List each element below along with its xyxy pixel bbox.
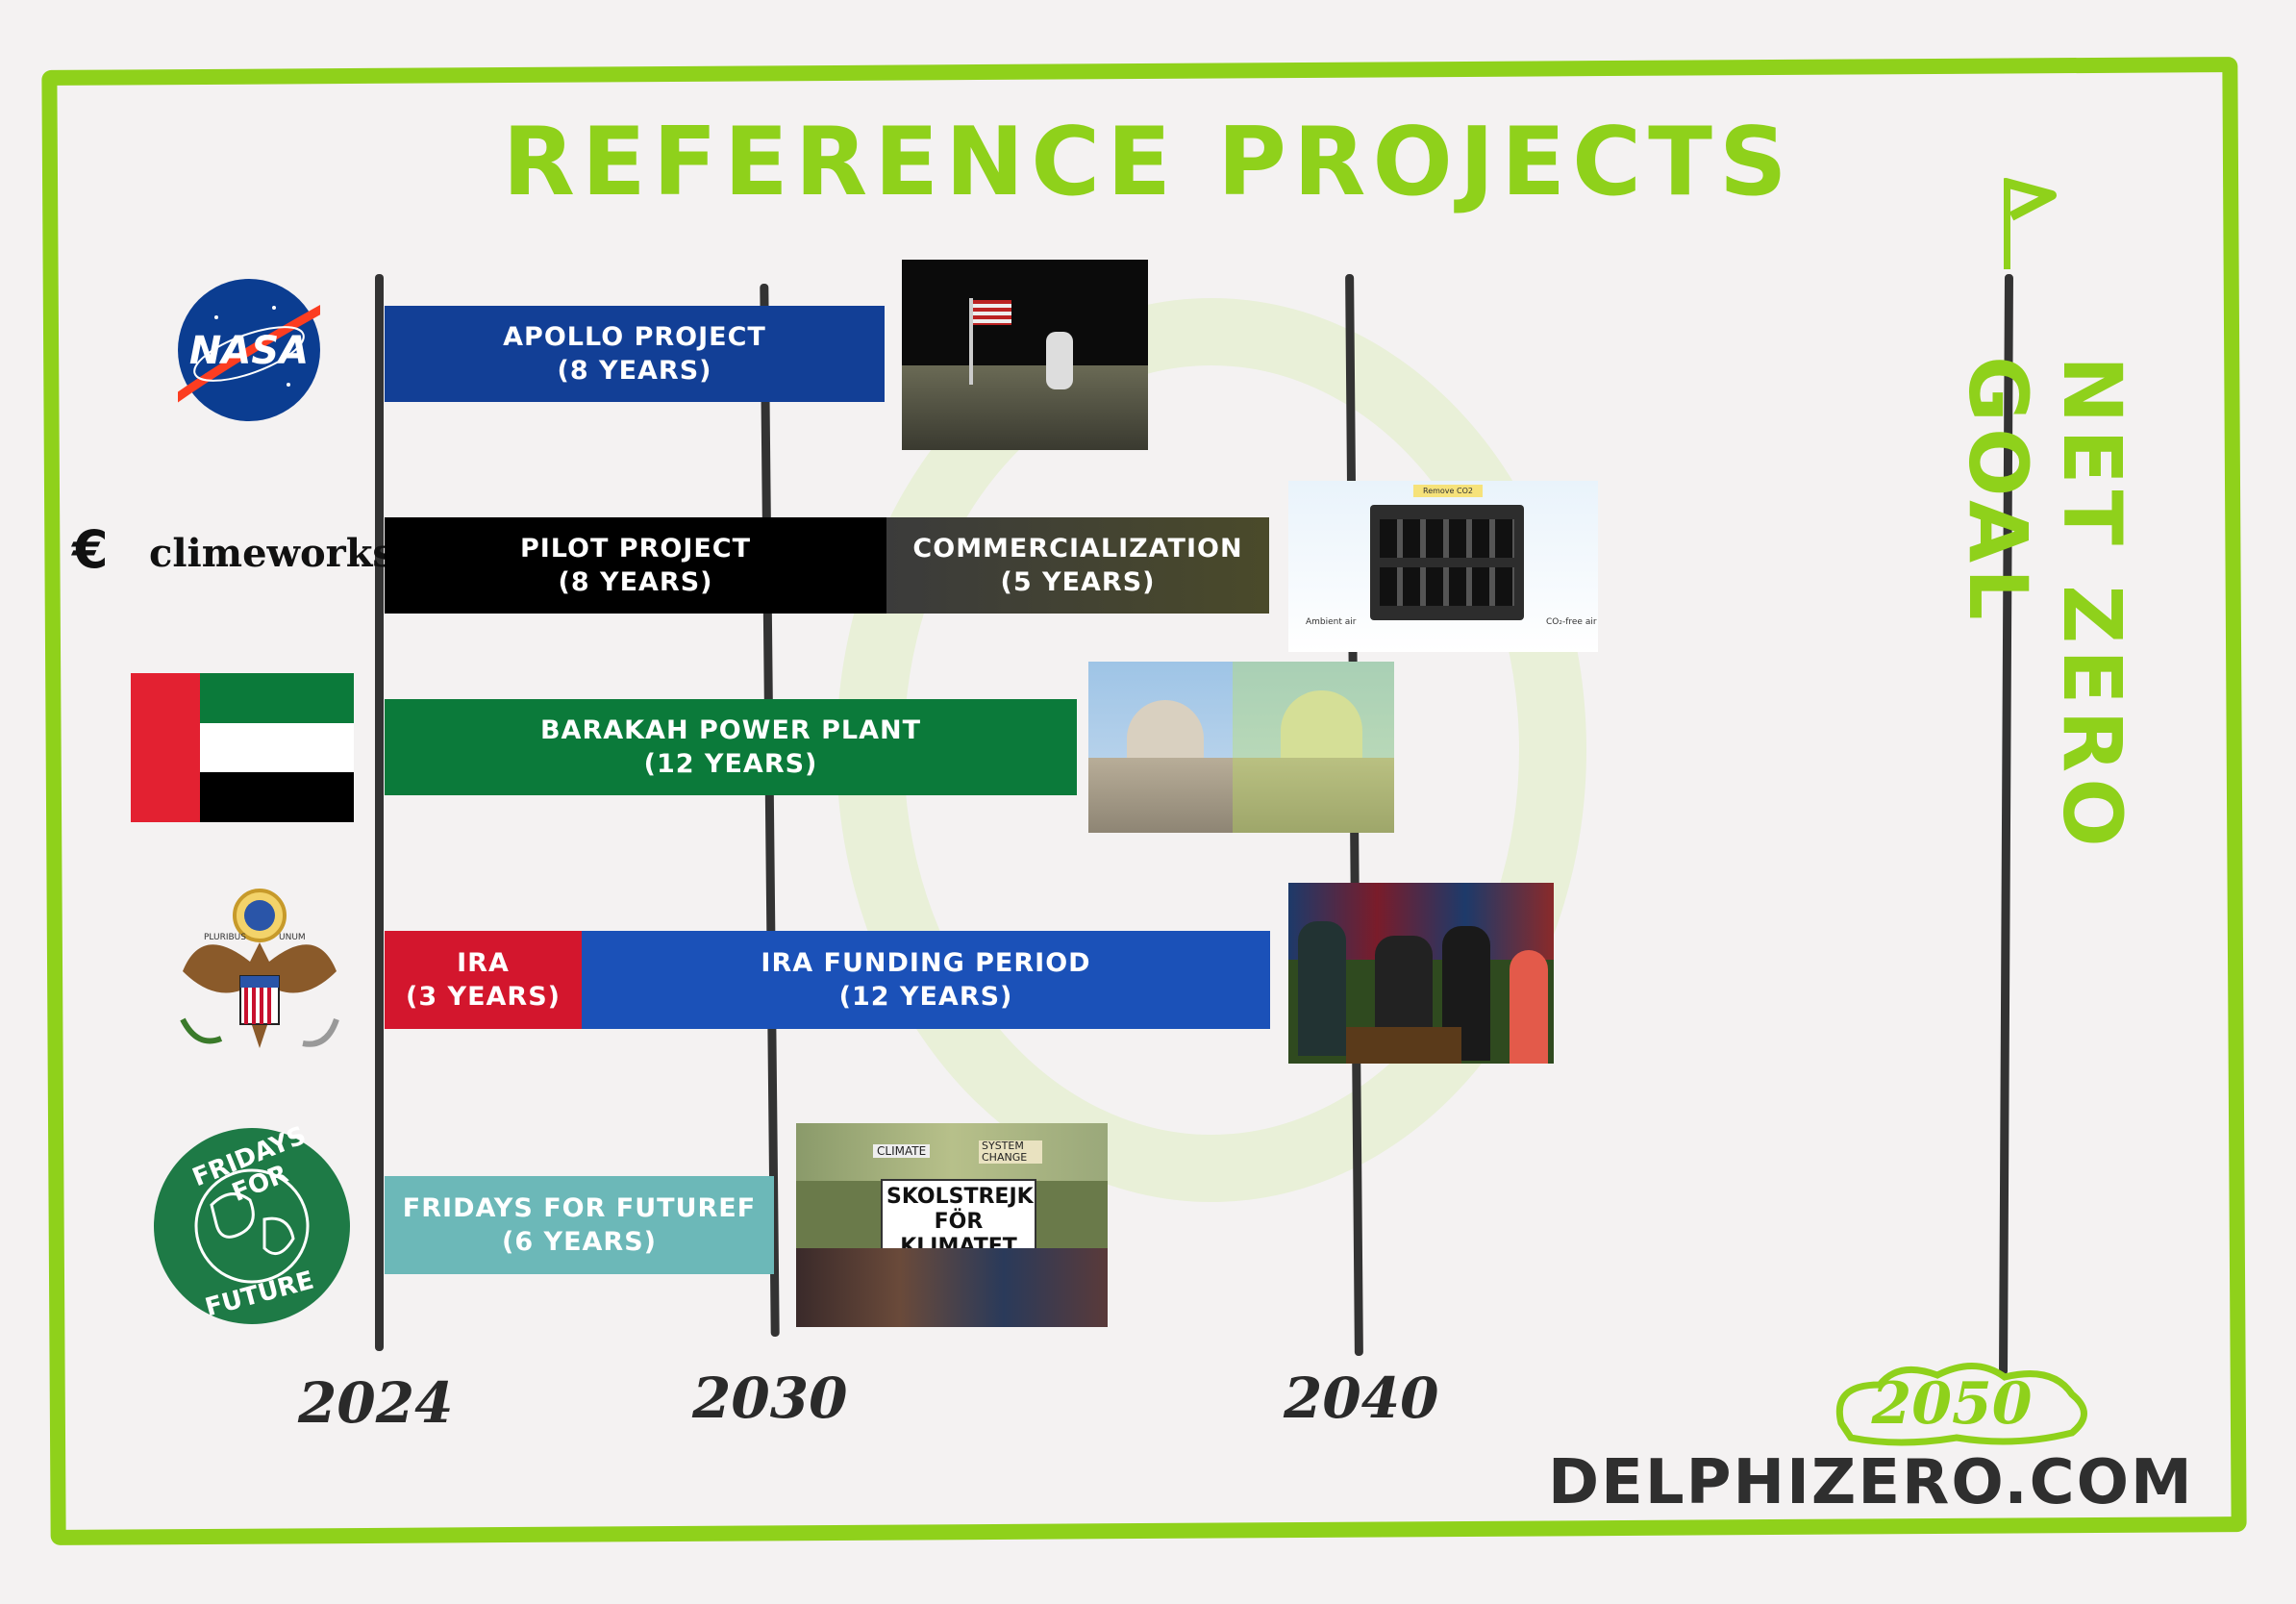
bar-ira: IRA (3 YEARS) bbox=[385, 931, 582, 1029]
bar-ira-label: IRA (3 YEARS) bbox=[406, 948, 561, 1012]
protest-sign-climate: CLIMATE bbox=[873, 1144, 931, 1158]
fridays-for-future-logo: FRIDAYS FOR FUTURE bbox=[154, 1121, 350, 1324]
apollo-moon-photo bbox=[902, 260, 1148, 450]
bar-apollo-project: APOLLO PROJECT (8 YEARS) bbox=[385, 306, 885, 402]
bar-barakah: BARAKAH POWER PLANT (12 YEARS) bbox=[385, 699, 1077, 795]
co2-free-air-caption: CO₂-free air bbox=[1546, 617, 1597, 627]
year-2024: 2024 bbox=[298, 1370, 454, 1436]
page-title: REFERENCE PROJECTS bbox=[502, 108, 1794, 217]
2050-scribble bbox=[1836, 1363, 2087, 1446]
seal-banner-left: PLURIBUS bbox=[204, 933, 246, 942]
climeworks-swirl-icon: € bbox=[72, 519, 109, 580]
us-seal-icon bbox=[180, 889, 339, 1048]
year-2030: 2030 bbox=[692, 1366, 848, 1431]
bar-pilot-project: PILOT PROJECT (8 YEARS) bbox=[385, 517, 886, 614]
uae-flag bbox=[131, 673, 354, 822]
bar-commercialization-label: COMMERCIALIZATION (5 YEARS) bbox=[912, 534, 1243, 597]
protest-sign-system-change: SYSTEM CHANGE bbox=[979, 1140, 1042, 1164]
seal-banner-right: UNUM bbox=[279, 933, 306, 942]
climate-strike-photo: CLIMATE SYSTEM CHANGE SKOLSTREJK FÖR KLI… bbox=[796, 1123, 1108, 1327]
brand-website[interactable]: DELPHIZERO.COM bbox=[1548, 1447, 2194, 1518]
direct-air-capture-photo: Remove CO2 Ambient air CO₂-free air bbox=[1288, 481, 1598, 652]
nasa-logo: NASA bbox=[178, 279, 320, 421]
climeworks-logo: € climeworks bbox=[72, 519, 394, 580]
ira-signing-photo bbox=[1288, 883, 1554, 1064]
bar-commercialization: COMMERCIALIZATION (5 YEARS) bbox=[886, 517, 1269, 614]
bar-ira-funding: IRA FUNDING PERIOD (12 YEARS) bbox=[582, 931, 1270, 1029]
climeworks-wordmark: climeworks bbox=[149, 531, 394, 576]
flag-icon bbox=[2004, 178, 2057, 269]
co2-caption: Remove CO2 bbox=[1413, 485, 1483, 497]
net-zero-goal-label: NET ZERO GOAL bbox=[1951, 356, 2139, 853]
bar-pilot-label: PILOT PROJECT (8 YEARS) bbox=[519, 534, 752, 597]
bar-apollo-label: APOLLO PROJECT (8 YEARS) bbox=[503, 322, 766, 386]
bar-barakah-label: BARAKAH POWER PLANT (12 YEARS) bbox=[539, 715, 922, 779]
bar-ira-funding-label: IRA FUNDING PERIOD (12 YEARS) bbox=[761, 948, 1091, 1012]
ambient-air-caption: Ambient air bbox=[1306, 617, 1357, 627]
timeline-2024 bbox=[375, 274, 384, 1351]
year-2050: 2050 bbox=[1871, 1370, 2033, 1438]
bar-fridays-for-future: FRIDAYS FOR FUTUREF (6 YEARS) bbox=[385, 1176, 774, 1274]
barakah-plant-photo bbox=[1088, 662, 1394, 833]
nasa-wordmark: NASA bbox=[188, 329, 310, 373]
bar-fridays-label: FRIDAYS FOR FUTUREF (6 YEARS) bbox=[402, 1193, 757, 1257]
year-2040: 2040 bbox=[1284, 1366, 1439, 1431]
